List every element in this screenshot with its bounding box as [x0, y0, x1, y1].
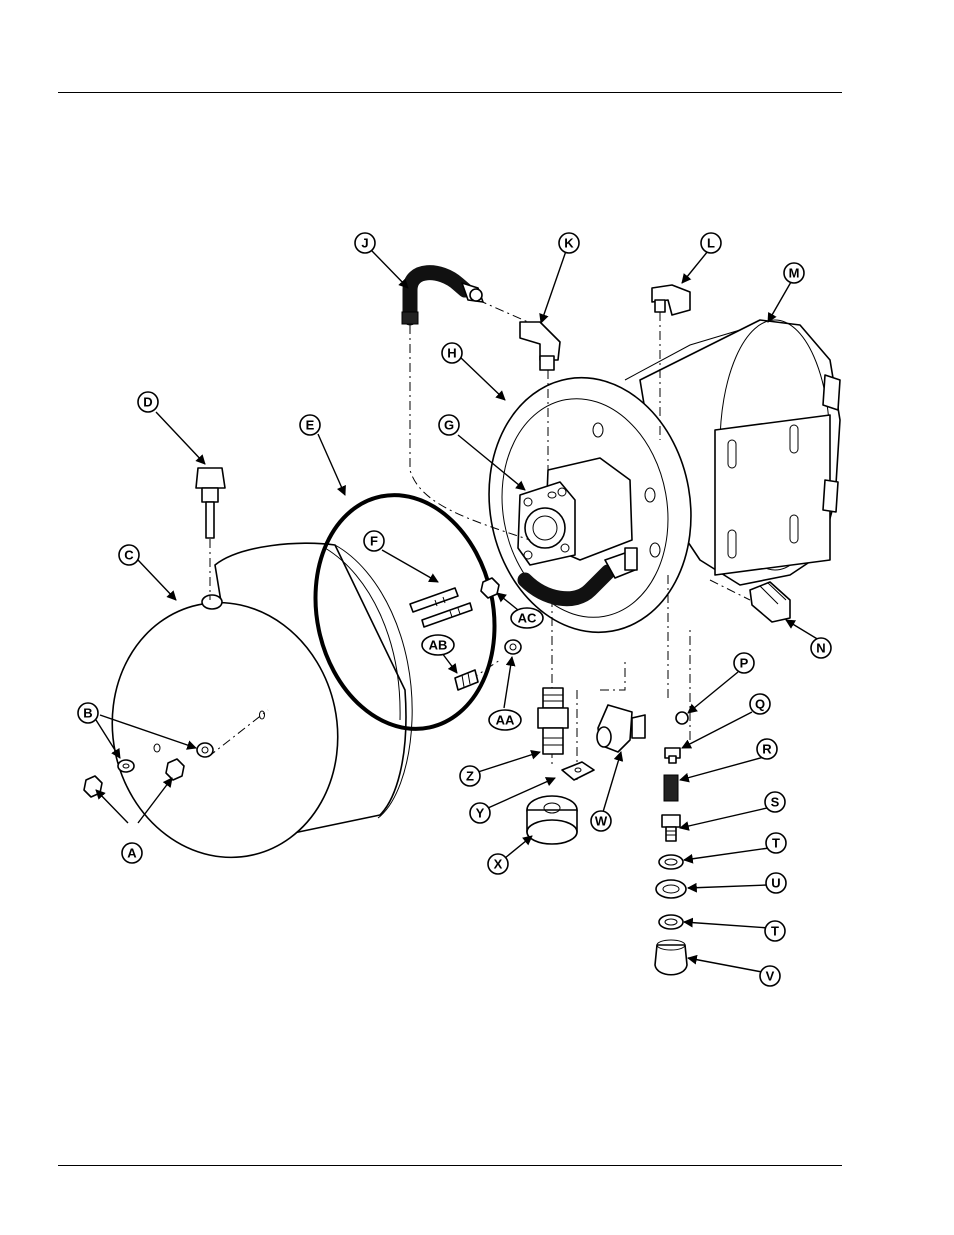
callout-p: P: [734, 653, 754, 673]
suction-hose: [402, 273, 483, 324]
callout-aa: AA: [489, 710, 521, 730]
svg-text:AC: AC: [518, 611, 537, 626]
svg-text:K: K: [564, 236, 574, 251]
callout-ab: AB: [422, 635, 454, 655]
callout-b: B: [78, 703, 98, 723]
svg-text:S: S: [771, 795, 780, 810]
callout-q: Q: [750, 694, 770, 714]
svg-text:L: L: [707, 236, 715, 251]
callout-t-lower: T: [765, 921, 785, 941]
svg-text:W: W: [595, 814, 608, 829]
callout-r: R: [757, 739, 777, 759]
callout-z: Z: [460, 766, 480, 786]
motor-fitting: [750, 582, 790, 622]
callout-n: N: [811, 638, 831, 658]
callout-w: W: [591, 811, 611, 831]
svg-text:C: C: [124, 548, 134, 563]
svg-text:T: T: [772, 836, 780, 851]
svg-text:G: G: [444, 418, 454, 433]
callout-l: L: [701, 233, 721, 253]
svg-text:R: R: [762, 742, 772, 757]
callout-c: C: [119, 545, 139, 565]
svg-text:B: B: [83, 706, 92, 721]
svg-text:N: N: [816, 641, 825, 656]
svg-text:H: H: [447, 346, 456, 361]
drain-plug: [196, 468, 225, 538]
callout-s: S: [765, 792, 785, 812]
svg-text:P: P: [740, 656, 749, 671]
svg-text:U: U: [771, 876, 780, 891]
svg-text:D: D: [143, 395, 152, 410]
svg-text:F: F: [370, 534, 378, 549]
motor-elbow-fitting: [652, 285, 690, 315]
callout-m: M: [784, 263, 804, 283]
svg-text:Y: Y: [476, 806, 485, 821]
callout-g: G: [439, 415, 459, 435]
svg-text:AB: AB: [429, 638, 448, 653]
callout-u: U: [766, 873, 786, 893]
studs: [410, 588, 472, 627]
callout-t-upper: T: [766, 833, 786, 853]
callout-f: F: [364, 531, 384, 551]
pipe-nipple: [538, 688, 568, 754]
svg-text:AA: AA: [496, 713, 515, 728]
svg-text:Z: Z: [466, 769, 474, 784]
svg-text:E: E: [306, 418, 315, 433]
elbow-fitting: [520, 322, 560, 370]
svg-text:T: T: [771, 924, 779, 939]
callout-e: E: [300, 415, 320, 435]
svg-text:V: V: [766, 969, 775, 984]
svg-text:J: J: [361, 236, 368, 251]
svg-text:X: X: [494, 857, 503, 872]
callout-h: H: [442, 343, 462, 363]
callout-a: A: [122, 843, 142, 863]
relief-valve-parts: [655, 712, 688, 975]
callout-ac: AC: [511, 608, 543, 628]
callout-y: Y: [470, 803, 490, 823]
callout-j: J: [355, 233, 375, 253]
svg-text:A: A: [127, 846, 137, 861]
callout-k: K: [559, 233, 579, 253]
svg-text:Q: Q: [755, 697, 765, 712]
callout-x: X: [488, 854, 508, 874]
callout-d: D: [138, 392, 158, 412]
svg-text:M: M: [789, 266, 800, 281]
callout-v: V: [760, 966, 780, 986]
